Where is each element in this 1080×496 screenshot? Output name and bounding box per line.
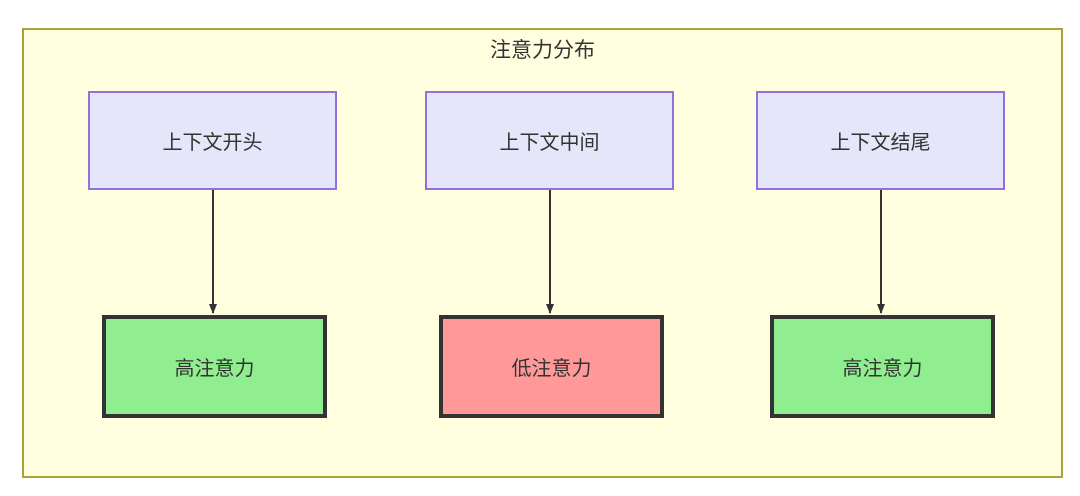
node-low-attention-middle-label: 低注意力 xyxy=(511,358,592,380)
subgraph-title: 注意力分布 xyxy=(490,39,595,62)
node-ctx-start-label: 上下文开头 xyxy=(162,132,263,154)
node-high-attention-end[interactable]: 高注意力 xyxy=(770,315,995,418)
node-ctx-end[interactable]: 上下文结尾 xyxy=(756,91,1005,190)
node-ctx-start[interactable]: 上下文开头 xyxy=(88,91,337,190)
node-ctx-end-label: 上下文结尾 xyxy=(830,132,931,154)
node-high-attention-start[interactable]: 高注意力 xyxy=(102,315,327,418)
node-ctx-middle[interactable]: 上下文中间 xyxy=(425,91,674,190)
node-high-attention-end-label: 高注意力 xyxy=(842,358,923,380)
node-ctx-middle-label: 上下文中间 xyxy=(499,132,600,154)
node-low-attention-middle[interactable]: 低注意力 xyxy=(439,315,664,418)
node-high-attention-start-label: 高注意力 xyxy=(174,358,255,380)
